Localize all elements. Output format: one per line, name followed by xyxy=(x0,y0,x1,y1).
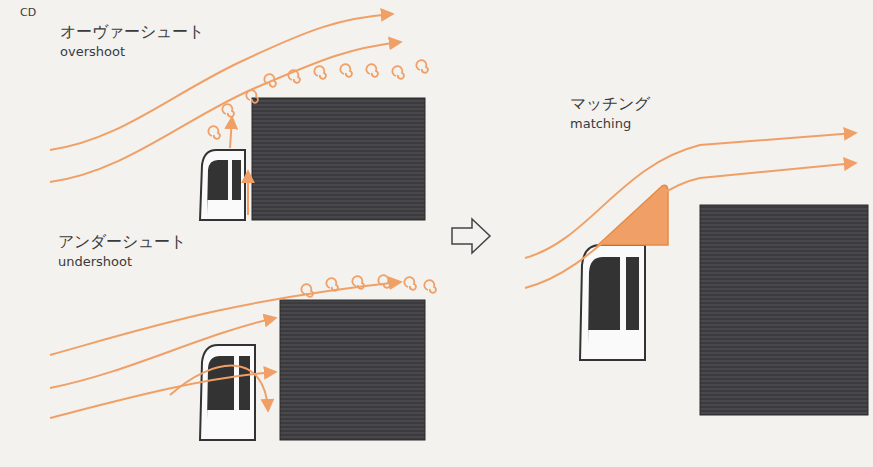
swirl xyxy=(264,74,276,87)
flow-arrows xyxy=(525,133,855,288)
flow-arrows xyxy=(50,282,400,418)
drag-coefficient-label: CD xyxy=(18,6,38,19)
case-title-ja: オーヴァーシュート xyxy=(58,22,206,41)
turbulence-swirls xyxy=(208,60,436,297)
overshoot-truck xyxy=(200,98,425,220)
swirl xyxy=(301,284,313,297)
case-title-en: overshoot xyxy=(58,44,127,60)
swirl xyxy=(326,278,338,291)
swirl xyxy=(314,66,326,79)
swirl xyxy=(352,276,364,289)
case-title-en: undershoot xyxy=(56,254,134,270)
swirl xyxy=(404,277,416,290)
swirl xyxy=(392,66,404,79)
case-title-en: matching xyxy=(568,116,633,132)
swirl xyxy=(366,64,378,77)
flow-arrows xyxy=(50,14,400,215)
case-title-ja: アンダーシュート xyxy=(56,232,188,251)
swirl xyxy=(246,90,258,103)
swirl xyxy=(222,104,234,117)
swirl xyxy=(208,126,220,139)
swirl xyxy=(378,275,390,288)
transition-arrow xyxy=(452,219,490,253)
matching-truck xyxy=(580,185,868,415)
swirl xyxy=(416,60,428,73)
case-title-ja: マッチング xyxy=(568,94,652,113)
swirl xyxy=(340,64,352,77)
swirl xyxy=(424,280,436,293)
swirl xyxy=(288,70,300,83)
undershoot-truck xyxy=(200,300,425,440)
